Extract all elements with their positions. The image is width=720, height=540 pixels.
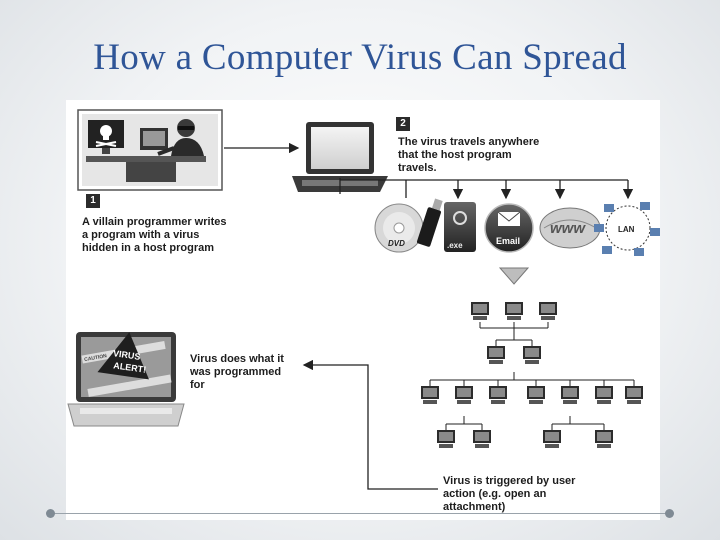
- computer-icon: [523, 346, 541, 364]
- slide-title: How a Computer Virus Can Spread: [93, 37, 627, 78]
- email-icon: [484, 203, 534, 253]
- distribution-arrows: [339, 178, 634, 200]
- footer-dot-right: [665, 509, 674, 518]
- email-label: Email: [496, 236, 520, 246]
- www-globe-icon: [539, 207, 601, 249]
- lan-label: LAN: [618, 225, 635, 234]
- computer-icon: [561, 386, 579, 404]
- computer-icon: [437, 430, 455, 448]
- step-2-badge: 2: [396, 117, 410, 131]
- www-label: www: [550, 220, 586, 237]
- diagram-panel: DVD .exe Email www: [66, 100, 660, 520]
- virus-action-caption: Virus does what it was programmed for: [190, 353, 284, 391]
- footer-dot-left: [46, 509, 55, 518]
- feedback-arrow: [302, 359, 438, 490]
- footer-rule: [50, 513, 670, 514]
- diagram-canvas: DVD .exe Email www: [67, 109, 660, 490]
- dvd-disc-icon: [374, 203, 424, 253]
- computer-icon: [455, 386, 473, 404]
- computer-icon: [595, 430, 613, 448]
- down-arrow-icon: [498, 267, 530, 285]
- caution-tape-label: CAUTION: [84, 353, 108, 363]
- computer-icon: [625, 386, 643, 404]
- step-1-caption: A villain programmer writes a program wi…: [82, 216, 227, 254]
- computer-icon: [595, 386, 613, 404]
- virus-alert-line1: VIRUS: [112, 348, 141, 362]
- virus-alert-line2: ALERT!: [113, 360, 147, 374]
- exe-label: .exe: [447, 241, 463, 250]
- lan-network-icon: [594, 202, 660, 256]
- exe-file-icon: [444, 202, 476, 252]
- computer-icon: [421, 386, 439, 404]
- network-tree: [429, 322, 635, 430]
- computer-icon: [505, 302, 523, 320]
- computer-icon: [527, 386, 545, 404]
- dvd-label: DVD: [388, 239, 405, 248]
- trigger-caption: Virus is triggered by user action (e.g. …: [443, 475, 576, 513]
- computer-icon: [543, 430, 561, 448]
- usb-drive-icon: [416, 198, 443, 247]
- computer-icon: [489, 386, 507, 404]
- virus-alert-laptop: [67, 332, 185, 427]
- network-computers: [421, 302, 643, 448]
- villain-programmer-illustration: [77, 109, 223, 191]
- computer-icon: [539, 302, 557, 320]
- computer-icon: [471, 302, 489, 320]
- computer-icon: [473, 430, 491, 448]
- step-1-badge: 1: [86, 194, 100, 208]
- step-2-caption: The virus travels anywhere that the host…: [398, 136, 540, 174]
- computer-icon: [487, 346, 505, 364]
